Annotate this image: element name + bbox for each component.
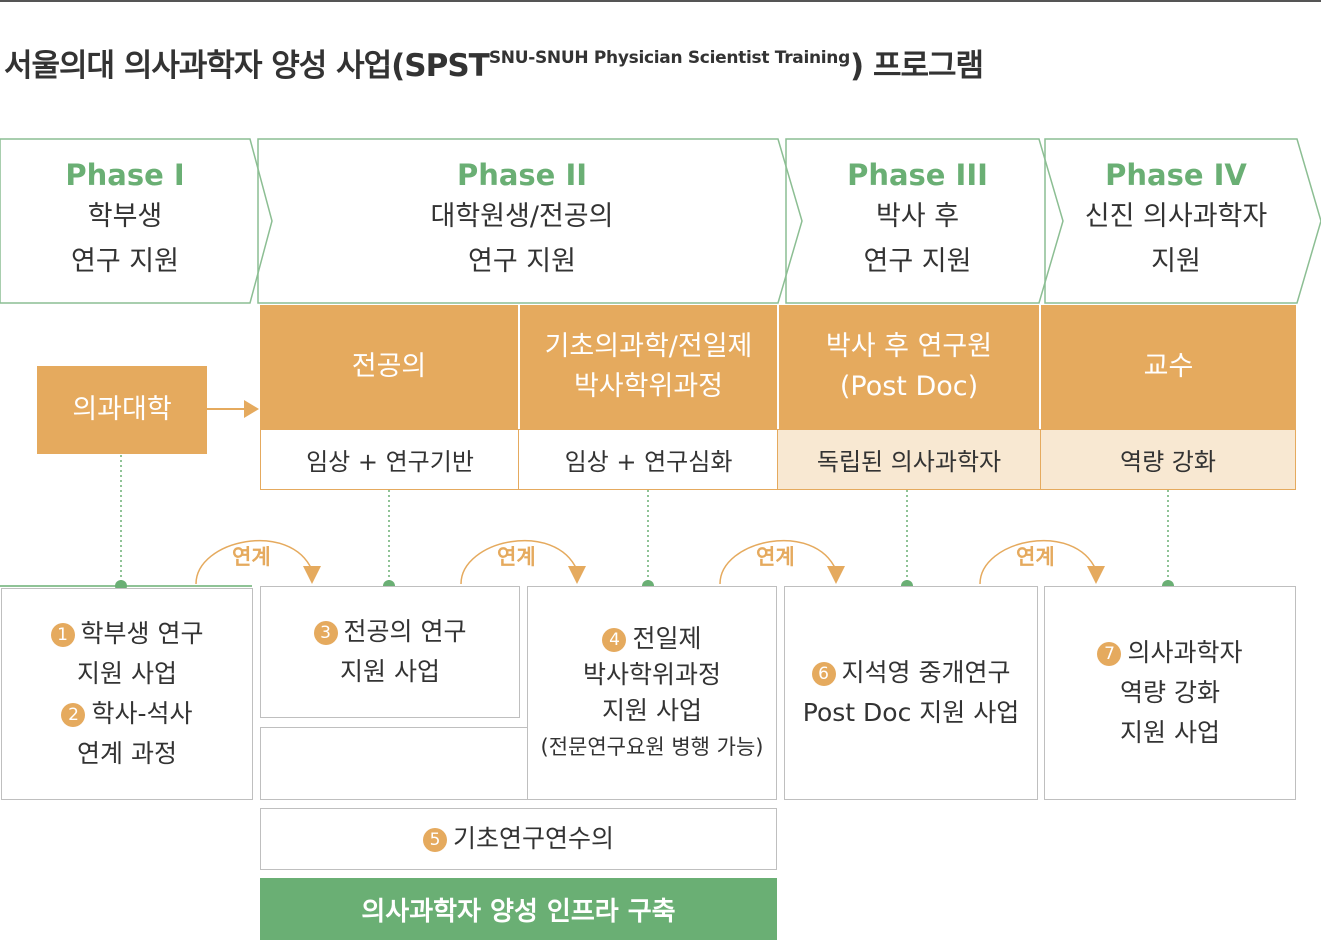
med-school-label: 의과대학 [72,394,172,425]
program-6-line2: Post Doc 지원 사업 [802,698,1020,727]
phase-3-line2: 연구 지원 [863,246,972,277]
phase-4-line1: 신진 의사과학자 [1084,201,1268,232]
phase-4-line2: 지원 [1151,246,1201,277]
program-5-line1: 기초연구연수의 [452,824,614,853]
phase-2-name: Phase II [456,158,588,192]
program-7-line2: 역량 강화 [1120,678,1220,707]
program-2-number: 2 [61,703,86,727]
program-5-number: 5 [422,828,447,852]
track-professor: 교수 [1041,305,1296,429]
track-professor-line1: 교수 [1143,351,1194,382]
phase-1-name: Phase I [65,158,185,192]
phase-1-line1: 학부생 [87,201,163,232]
phase-3-name: Phase III [847,158,988,192]
phase-2-chevron [257,138,803,304]
track-professor-sub-label: 역량 강화 [1120,448,1216,476]
program-3-number: 3 [313,621,338,645]
track-phd-line1: 기초의과학/전일제 [544,331,753,362]
link-arrow-3 [827,566,845,584]
program-7-line3: 지원 사업 [1120,718,1220,747]
phase-4-header: Phase IV 신진 의사과학자 지원 [1050,150,1302,290]
infrastructure-label: 의사과학자 양성 인프라 구축 [361,896,676,927]
program-4-line3: 지원 사업 [602,696,702,725]
med-school-arrow [244,400,259,418]
program-1-line1: 학부생 연구 [80,619,204,648]
phase-2-line1: 대학원생/전공의 [430,201,614,232]
track-postdoc-line1: 박사 후 연구원 [825,331,993,362]
program-7-number: 7 [1097,642,1122,666]
phase-4-name: Phase IV [1105,158,1247,192]
phase-3-chevron [785,138,1064,304]
phase-3-header: Phase III 박사 후 연구 지원 [790,150,1045,290]
link-arrow-2 [568,566,586,584]
program-6-line1: 지석영 중개연구 [841,658,1011,687]
program-3-line2: 지원 사업 [340,657,440,686]
track-resident: 전공의 [260,305,518,429]
program-4-line2: 박사학위과정 [582,660,721,689]
phase-2-line2: 연구 지원 [468,246,576,277]
track-resident-line1: 전공의 [351,351,427,382]
phase-1-line2: 연구 지원 [71,246,179,277]
track-resident-sub: 임상 + 연구기반 [260,429,520,490]
title-tail: ) 프로그램 [849,48,984,84]
link-label-4: 연계 [1016,545,1055,569]
track-postdoc-sub: 독립된 의사과학자 [777,429,1041,490]
track-resident-sub-label: 임상 + 연구기반 [306,448,474,476]
link-label-3: 연계 [756,545,795,569]
program-2-line1: 학사-석사 [91,699,193,728]
program-4-line1: 전일제 [632,624,702,653]
link-label-2: 연계 [497,545,536,569]
link-label-1: 연계 [232,545,271,569]
program-1-number: 1 [50,623,75,647]
link-arrow-1 [303,566,321,584]
phase-2-header: Phase II 대학원생/전공의 연구 지원 [262,150,782,290]
med-school-box: 의과대학 [37,366,207,454]
track-postdoc-sub-label: 독립된 의사과학자 [816,448,1002,476]
track-phd-line2: 박사학위과정 [573,371,724,402]
program-4-note: (전문연구요원 병행 가능) [540,735,764,759]
program-4-number: 4 [602,628,627,652]
track-postdoc-line2: (Post Doc) [839,371,979,402]
track-phd: 기초의과학/전일제 박사학위과정 [520,305,777,429]
program-1-line2: 지원 사업 [77,659,177,688]
phase-3-line1: 박사 후 [875,201,960,232]
program-6-number: 6 [811,662,836,686]
title-sup: SNU-SNUH Physician Scientist Training [488,48,850,68]
infrastructure-bar: 의사과학자 양성 인프라 구축 [260,878,777,940]
phase-4-chevron [1044,138,1321,304]
link-arrow-4 [1087,566,1105,584]
top-rule [0,0,1321,2]
track-phd-sub-label: 임상 + 연구심화 [564,448,733,476]
track-phd-sub: 임상 + 연구심화 [518,429,779,490]
track-postdoc: 박사 후 연구원 (Post Doc) [779,305,1039,429]
phase-1-chevron [0,138,273,304]
title-main: 서울의대 의사과학자 양성 사업(SPST [4,48,490,84]
page-title: 서울의대 의사과학자 양성 사업(SPSTSNU-SNUH Physician … [4,40,984,85]
program-2-line2: 연계 과정 [77,739,177,768]
phase-1-header: Phase I 학부생 연구 지원 [0,150,250,290]
program-7-line1: 의사과학자 [1127,638,1243,667]
program-3-line1: 전공의 연구 [343,617,467,646]
track-professor-sub: 역량 강화 [1040,429,1296,490]
